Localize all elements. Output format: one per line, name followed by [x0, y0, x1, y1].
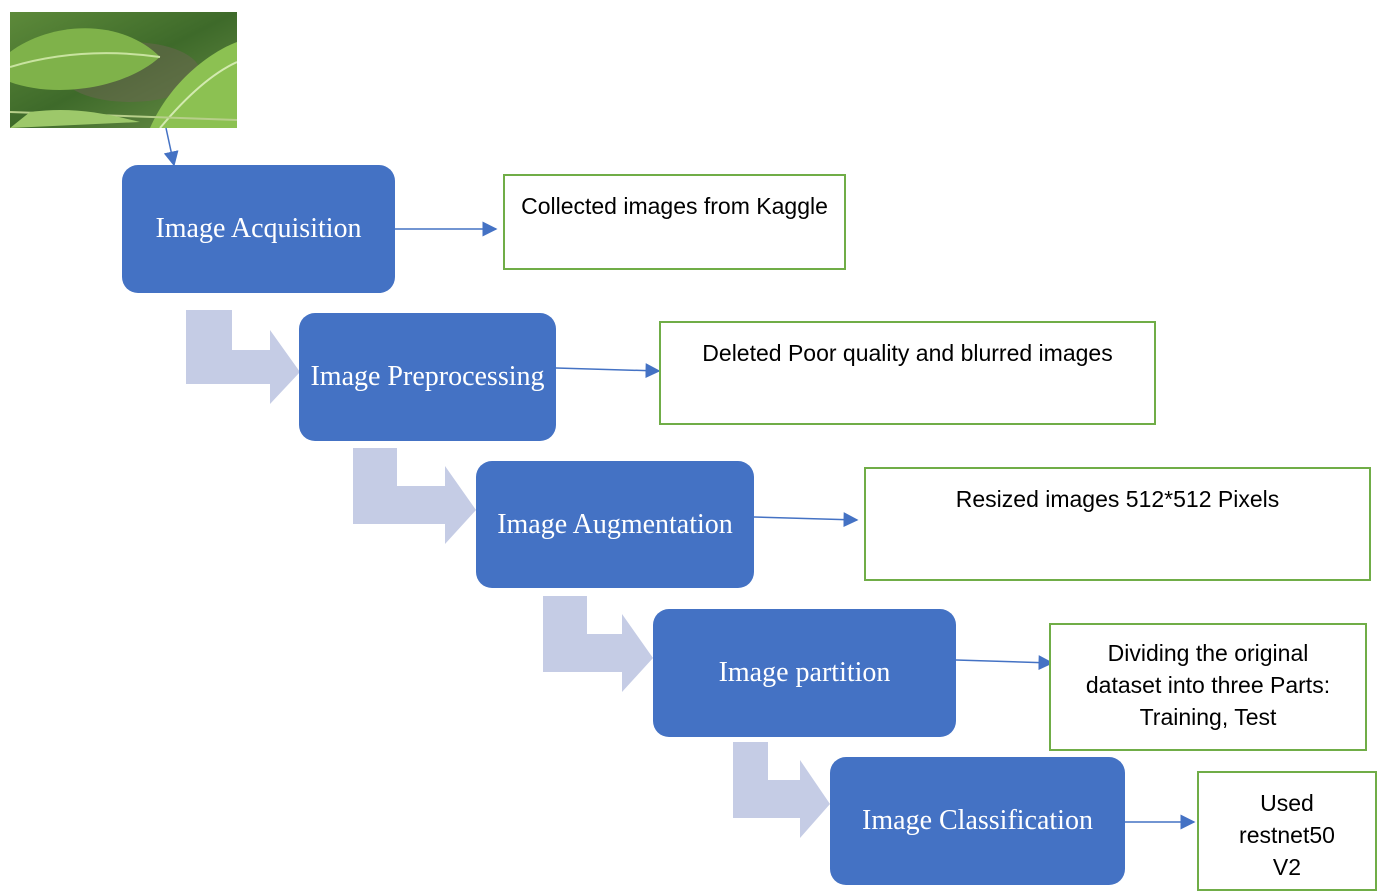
step-label: Image Classification	[862, 805, 1093, 836]
flow-arrow-4	[733, 742, 830, 838]
flow-arrow-2	[353, 448, 476, 544]
step-image-preprocessing: Image Preprocessing	[299, 313, 556, 441]
note-classification: Used restnet50 V2	[1197, 771, 1377, 891]
step-image-partition: Image partition	[653, 609, 956, 737]
note-text: Collected images from Kaggle	[521, 193, 828, 219]
note-preprocessing: Deleted Poor quality and blurred images	[659, 321, 1156, 425]
step-label: Image Acquisition	[155, 213, 362, 244]
step-image-classification: Image Classification	[830, 757, 1125, 885]
flow-arrow-3	[543, 596, 653, 692]
step-image-augmentation: Image Augmentation	[476, 461, 754, 588]
partition-note-arrow	[955, 655, 1054, 671]
leaf-photo	[10, 12, 237, 128]
note-text: Used restnet50 V2	[1239, 790, 1335, 880]
step-image-acquisition: Image Acquisition	[122, 165, 395, 293]
note-text: Deleted Poor quality and blurred images	[702, 340, 1113, 366]
note-text: Dividing the original dataset into three…	[1085, 640, 1331, 730]
note-acquisition: Collected images from Kaggle	[503, 174, 846, 270]
flow-arrow-1	[186, 310, 300, 404]
step-label: Image Augmentation	[497, 508, 733, 540]
step-label: Image Preprocessing	[310, 361, 545, 392]
photo-to-acquisition-arrow	[163, 127, 179, 167]
preprocessing-note-arrow	[555, 363, 661, 379]
note-text: Resized images 512*512 Pixels	[955, 486, 1280, 512]
step-label: Image partition	[718, 657, 891, 688]
note-partition: Dividing the original dataset into three…	[1049, 623, 1367, 751]
augmentation-note-arrow	[753, 512, 859, 528]
note-augmentation: Resized images 512*512 Pixels	[864, 467, 1371, 581]
